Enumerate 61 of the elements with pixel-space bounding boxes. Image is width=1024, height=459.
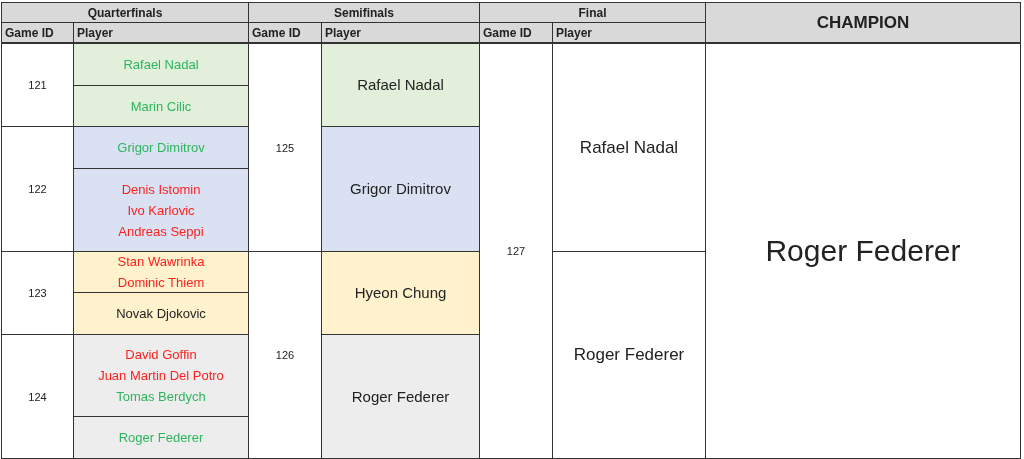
champion-name: Roger Federer (765, 233, 961, 269)
header-cell (248, 22, 322, 44)
player-name: Dominic Thiem (117, 274, 205, 292)
table-cell (321, 334, 480, 459)
header-cell (1, 22, 74, 44)
player-name: Rafael Nadal (123, 56, 199, 74)
column-header: Game ID (5, 24, 54, 42)
player-name: David Goffin (125, 346, 197, 364)
player-name: Grigor Dimitrov (117, 139, 205, 157)
round-header: Final (578, 4, 607, 22)
table-cell (321, 43, 480, 127)
header-cell (552, 22, 706, 44)
player-name: Rafael Nadal (357, 75, 444, 95)
player-name: Marin Cilic (130, 97, 192, 116)
table-cell (73, 416, 249, 459)
header-cell (479, 2, 706, 23)
game-id: 126 (275, 348, 295, 363)
player-name: Denis Istomin (121, 180, 201, 199)
column-header: Player (556, 24, 593, 42)
game-id: 123 (28, 286, 47, 301)
column-header: Player (325, 24, 362, 42)
table-cell (705, 43, 1021, 459)
game-id: 124 (28, 389, 47, 405)
header-cell (73, 22, 249, 44)
header-cell (705, 2, 1021, 44)
header-cell (321, 22, 480, 44)
table-cell (73, 251, 249, 293)
table-cell (321, 126, 480, 252)
player-name: Juan Martin Del Potro (98, 367, 224, 385)
game-id: 121 (28, 78, 47, 93)
table-cell (73, 334, 249, 417)
column-header: Game ID (252, 24, 301, 42)
player-name: Hyeon Chung (354, 283, 447, 303)
table-cell (1, 334, 74, 459)
player-name: Rafael Nadal (579, 136, 679, 159)
player-name: Novak Djokovic (116, 305, 206, 323)
round-header: Quarterfinals (87, 4, 163, 22)
table-cell (321, 251, 480, 335)
player-name: Grigor Dimitrov (350, 179, 451, 199)
player-name: Stan Wawrinka (117, 253, 205, 271)
table-cell (73, 43, 249, 86)
player-name: Roger Federer (573, 344, 685, 366)
header-cell (248, 2, 480, 23)
column-header: Player (77, 24, 114, 42)
player-name: Roger Federer (351, 386, 450, 407)
table-cell (73, 85, 249, 127)
player-name: Tomas Berdych (116, 388, 206, 406)
player-name: Roger Federer (118, 429, 204, 447)
champion-heading: CHAMPION (816, 12, 910, 33)
table-cell (73, 168, 249, 252)
game-id: 125 (275, 140, 295, 156)
player-name: Andreas Seppi (118, 222, 204, 241)
game-id: 127 (506, 244, 526, 259)
table-cell (73, 126, 249, 169)
header-cell (1, 2, 249, 23)
player-name: Ivo Karlovic (127, 201, 195, 220)
table-cell (73, 292, 249, 335)
round-header: Semifinals (334, 4, 394, 22)
header-cell (479, 22, 553, 44)
column-header: Game ID (483, 24, 532, 42)
game-id: 122 (28, 182, 47, 197)
